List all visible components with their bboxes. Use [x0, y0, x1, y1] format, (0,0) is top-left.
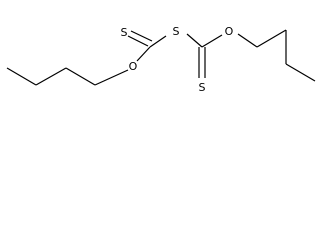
atom-s-bottom: S [199, 81, 206, 94]
bond-c6-o-right [201, 34, 223, 48]
bond-c5-s-top-a [127, 35, 149, 47]
bond-o-left-c5 [136, 46, 151, 62]
atom-o-left: O [129, 60, 138, 73]
bond-c4-o-left [94, 69, 129, 86]
bond-c9-c10 [285, 63, 316, 82]
atom-s-bridge: S [173, 25, 180, 38]
molecule-structure: S S O O S [6, 25, 316, 94]
bond-c2-c3 [35, 67, 67, 86]
bond-c3-c4 [65, 67, 96, 86]
bond-c5-s-bridge [149, 35, 167, 48]
bond-o-right-c7 [237, 33, 258, 48]
bond-c1-c2 [6, 67, 37, 86]
atom-o-right: O [225, 25, 234, 38]
bond-c7-c8 [256, 29, 287, 48]
atom-s-top: S [121, 26, 128, 39]
bond-c5-s-top-b [130, 30, 153, 42]
bond-s-bridge-c6 [186, 33, 203, 48]
